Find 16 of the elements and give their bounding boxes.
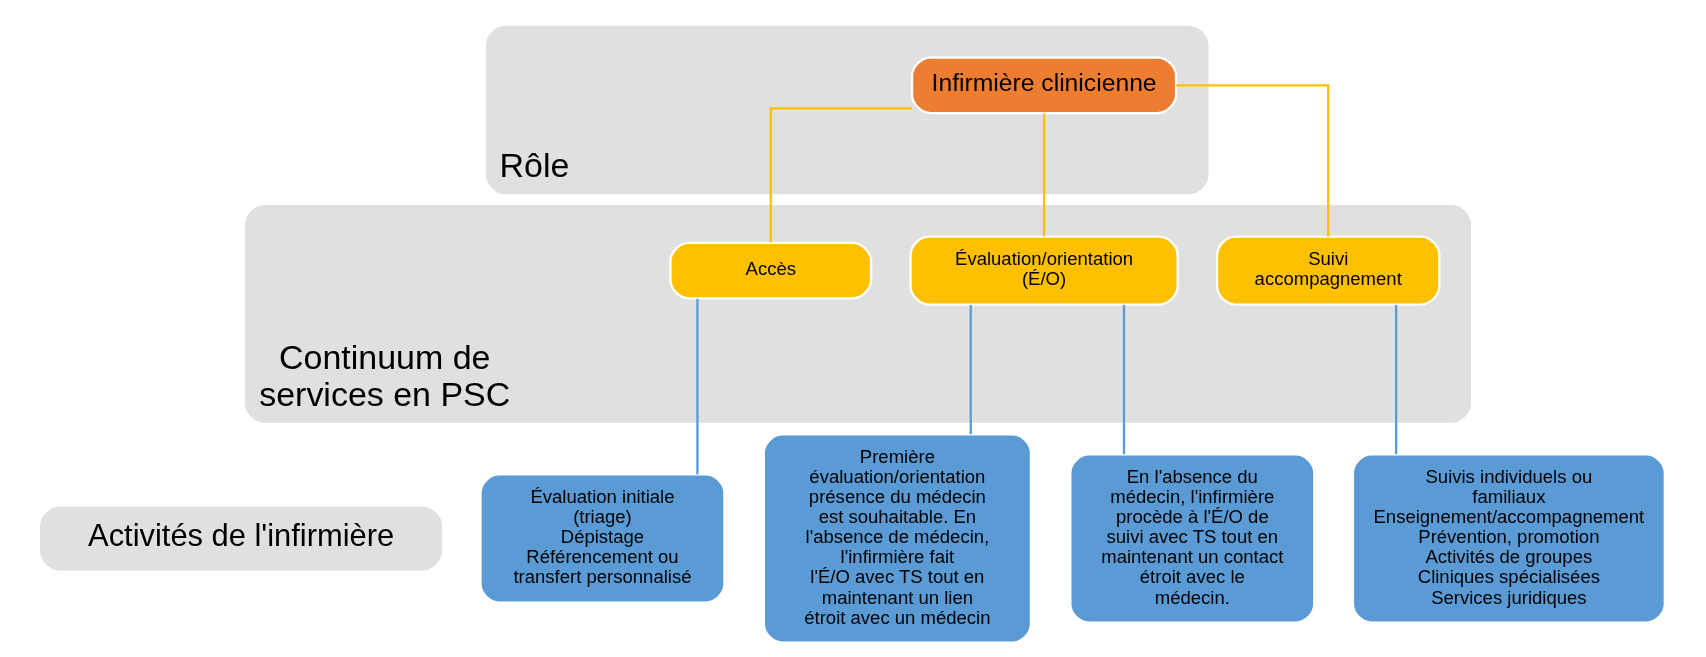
node-box: Activités de l'infirmière bbox=[40, 506, 443, 571]
connector bbox=[969, 305, 972, 435]
connector bbox=[1395, 305, 1398, 455]
connector bbox=[1042, 113, 1046, 237]
node-box: Infirmière clinicienne bbox=[910, 56, 1178, 115]
node-box: Accès bbox=[669, 241, 873, 300]
connector bbox=[696, 298, 699, 475]
node-box: Suivis individuels ou familiaux Enseignement/accompagnement Prévention, promotion Activités de groupes Cliniques spécialisées Services juridiques bbox=[1351, 453, 1666, 624]
connector bbox=[1176, 84, 1330, 237]
node-box: Première évaluation/orientation présence du médecin est souhaitable. En l'absence de médecin, l'infirmière fait l'É/O avec TS tout en maintenant un lien étroit avec un médecin bbox=[762, 433, 1033, 644]
node-box: En l'absence du médecin, l'infirmière procède à l'É/O de suivi avec TS tout en maintenant un contact étroit avec le médecin. bbox=[1069, 453, 1316, 624]
connector bbox=[769, 107, 912, 243]
node-box: Suivi accompagnement bbox=[1215, 235, 1441, 306]
node-box: Évaluation initiale (triage) Dépistage Référencement ou transfert personnalisé bbox=[479, 473, 726, 604]
node-box: Évaluation/orientation (É/O) bbox=[909, 235, 1179, 306]
connector bbox=[1122, 305, 1126, 455]
